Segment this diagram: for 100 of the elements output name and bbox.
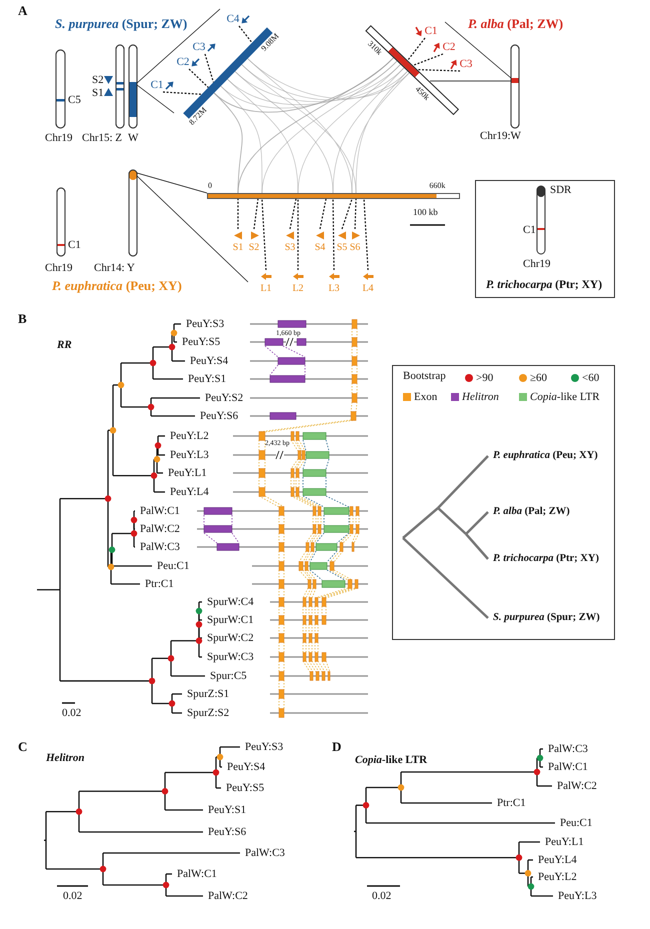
chromosome-label: Chr15: Z bbox=[82, 132, 122, 144]
leaf-label: PalW:C3 bbox=[140, 540, 180, 553]
leaf-label: Spur:C5 bbox=[210, 670, 247, 682]
gene-label: S5 bbox=[336, 242, 348, 252]
leaf-label: PeuY:S6 bbox=[200, 410, 238, 422]
legend-label: Copia-like LTR bbox=[530, 391, 600, 404]
leader-line bbox=[237, 199, 239, 229]
leaf-label: PeuY:L1 bbox=[545, 836, 584, 848]
leaf-label: PeuY:S2 bbox=[205, 392, 244, 404]
gene-label: S4 bbox=[314, 242, 326, 252]
species-label: P. euphratica (Peu; XY) bbox=[493, 450, 598, 462]
legend-label: Exon bbox=[414, 391, 438, 404]
gene-label: C4 bbox=[226, 12, 240, 26]
species-label: P. trichocarpa (Ptr; XY) bbox=[493, 553, 599, 565]
synteny-links bbox=[214, 57, 394, 113]
leader-line bbox=[289, 198, 297, 230]
gene-label: C3 bbox=[192, 40, 206, 54]
species-title: S. purpurea (Spur; ZW) bbox=[55, 17, 188, 32]
band-label: SDR bbox=[550, 184, 572, 196]
scale-label: 100 kb bbox=[413, 208, 438, 218]
tree-title: Copia-like LTR bbox=[355, 754, 428, 766]
gene-label: L3 bbox=[328, 282, 340, 294]
species-title: P. euphratica (Peu; XY) bbox=[52, 279, 182, 294]
leaf-label: PeuY:L3 bbox=[558, 890, 597, 902]
leaf-label: PeuY:S5 bbox=[182, 336, 220, 348]
leaf-label: SpurW:C1 bbox=[207, 614, 254, 626]
gene-label: S3 bbox=[284, 242, 296, 252]
chromosome-label: W bbox=[128, 132, 138, 144]
leader-line bbox=[319, 198, 327, 230]
tree-title: RR bbox=[57, 339, 72, 352]
leaf-label: PeuY:S3 bbox=[186, 318, 224, 330]
gene-label: S6 bbox=[350, 242, 360, 252]
leaf-label: PeuY:S4 bbox=[190, 354, 228, 367]
leaf-label: PalW:C2 bbox=[557, 780, 597, 792]
coordinate-label: 660k bbox=[429, 182, 446, 191]
species-label: P. alba (Pal; ZW) bbox=[493, 506, 570, 518]
scale-label: 0.02 bbox=[372, 890, 392, 902]
panel-letter: B bbox=[18, 312, 27, 326]
leaf-label: PeuY:S1 bbox=[208, 804, 246, 816]
leaf-label: PalW:C1 bbox=[140, 504, 180, 517]
leaf-label: PeuY:S1 bbox=[188, 372, 226, 385]
chromosome-label: Chr19 bbox=[45, 262, 72, 274]
band-label: S2 bbox=[92, 74, 104, 86]
gene-label: C1 bbox=[150, 78, 164, 92]
leader-line bbox=[341, 198, 353, 230]
band-label: C1 bbox=[68, 239, 81, 252]
leader-line bbox=[297, 199, 299, 270]
band-label: C5 bbox=[68, 94, 81, 106]
gene-label: C1 bbox=[424, 24, 438, 38]
leaf-label: Ptr:C1 bbox=[497, 796, 526, 809]
panel-letter: D bbox=[332, 740, 342, 754]
leader-line bbox=[162, 91, 202, 95]
species-title: P. alba (Pal; ZW) bbox=[468, 17, 564, 32]
species-label: S. purpurea (Spur; ZW) bbox=[493, 612, 600, 624]
leader-line bbox=[332, 199, 335, 270]
band-label: C1 bbox=[523, 224, 536, 236]
leaf-label: Peu:C1 bbox=[560, 816, 592, 829]
tree-title: Helitron bbox=[46, 752, 85, 764]
leaf-label: SpurW:C4 bbox=[207, 596, 254, 608]
gene-label: L4 bbox=[362, 282, 374, 294]
leaf-label: PeuY:S4 bbox=[227, 760, 266, 773]
scale-label: 0.02 bbox=[62, 707, 82, 720]
leaf-label: PeuY:L2 bbox=[538, 870, 577, 883]
leader-line bbox=[412, 53, 444, 66]
legend-label: Helitron bbox=[462, 391, 499, 404]
leaf-label: Ptr:C1 bbox=[145, 578, 174, 590]
inset-box bbox=[475, 180, 615, 298]
legend-heading: Bootstrap bbox=[403, 370, 446, 382]
leaf-label: PalW:C3 bbox=[548, 742, 588, 755]
leaf-label: PalW:C2 bbox=[208, 890, 248, 902]
leader-line bbox=[261, 198, 267, 270]
gene-label: S1 bbox=[232, 242, 244, 252]
legend-box bbox=[392, 365, 615, 640]
chromosome-label: Chr19 bbox=[523, 258, 550, 270]
leader-line bbox=[204, 54, 214, 82]
leaf-label: PalW:C1 bbox=[177, 868, 217, 880]
leaf-label: SpurW:C3 bbox=[207, 650, 254, 663]
leaf-label: SpurZ:S2 bbox=[187, 706, 230, 719]
leaf-label: PalW:C2 bbox=[140, 522, 180, 535]
leaf-label: PeuY:L4 bbox=[538, 854, 577, 866]
gene-label: C2 bbox=[442, 40, 456, 54]
leaf-label: PeuY:L2 bbox=[170, 430, 209, 442]
leaf-label: PeuY:S3 bbox=[245, 740, 284, 753]
legend-label: ≥60 bbox=[530, 372, 548, 384]
leaf-label: PeuY:S6 bbox=[208, 826, 246, 838]
band-label: S1 bbox=[92, 87, 104, 100]
gene-label: L1 bbox=[260, 282, 272, 294]
leaf-label: PalW:C3 bbox=[245, 846, 285, 859]
leader-line bbox=[363, 198, 369, 270]
leaf-label: SpurZ:S1 bbox=[187, 688, 230, 700]
leaf-label: SpurW:C2 bbox=[207, 632, 254, 644]
leader-line bbox=[238, 26, 252, 44]
leaf-label: PeuY:S5 bbox=[226, 782, 264, 794]
leaf-label: Peu:C1 bbox=[157, 560, 190, 572]
legend-label: <60 bbox=[582, 372, 600, 384]
gene-label: C3 bbox=[460, 58, 472, 70]
leaf-label: PalW:C1 bbox=[548, 760, 588, 773]
leaf-label: PeuY:L4 bbox=[170, 486, 209, 498]
leaf-label: PeuY:L3 bbox=[170, 448, 209, 461]
legend-label: >90 bbox=[476, 372, 494, 384]
